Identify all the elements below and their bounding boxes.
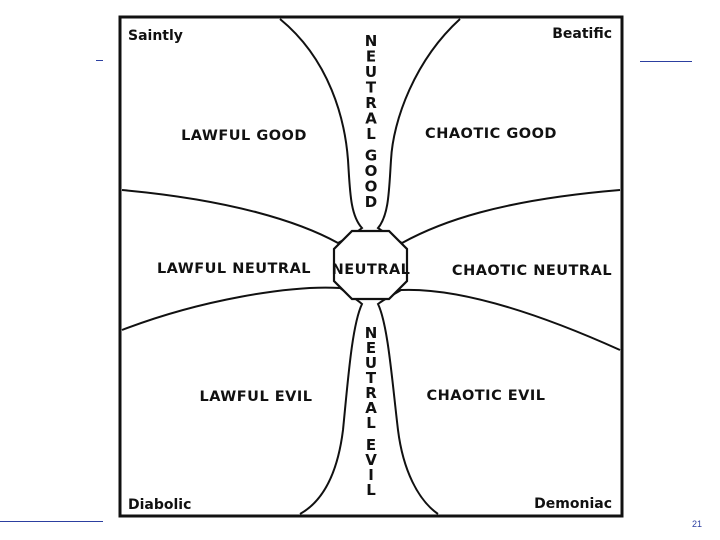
neutral-evil-letter: N	[365, 324, 378, 342]
neutral-good-letter: A	[365, 110, 377, 128]
boundary-chaotic-evil	[376, 288, 621, 515]
decorative-line-top-left	[96, 60, 103, 61]
neutral-good-letter: T	[366, 79, 377, 97]
neutral-good-letter: G	[365, 147, 377, 165]
neutral-good-letter: R	[365, 94, 377, 112]
decorative-line-top-right	[640, 61, 692, 62]
region-label-lawful-neutral: LAWFUL NEUTRAL	[157, 261, 311, 277]
neutral-evil-letter: V	[365, 451, 377, 469]
boundary-lawful-evil	[121, 286, 364, 515]
slide-number: 21	[692, 519, 703, 529]
neutral-evil-letter: L	[366, 481, 376, 499]
neutral-good-letter: O	[365, 178, 378, 196]
region-label-chaotic-neutral: CHAOTIC NEUTRAL	[452, 263, 612, 279]
region-label-neutral: NEUTRAL	[332, 262, 411, 278]
neutral-good-letter: N	[365, 32, 378, 50]
neutral-evil-letter: I	[368, 466, 374, 484]
decorative-line-bottom-left	[0, 521, 103, 522]
neutral-evil-letter: U	[365, 354, 377, 372]
boundary-lawful-good	[121, 18, 364, 245]
neutral-evil-letter: A	[365, 399, 377, 417]
neutral-good-letter: E	[366, 48, 376, 66]
neutral-evil-letter: E	[366, 339, 376, 357]
corner-label-diabolic: Diabolic	[128, 497, 191, 513]
corner-label-demoniac: Demoniac	[534, 496, 612, 512]
corner-label-beatific: Beatific	[552, 26, 612, 42]
region-label-chaotic-evil: CHAOTIC EVIL	[426, 388, 545, 404]
neutral-good-letter: L	[366, 125, 376, 143]
neutral-good-letter: U	[365, 63, 377, 81]
neutral-evil-letter: R	[365, 384, 377, 402]
neutral-good-letter: D	[365, 193, 377, 211]
corner-label-saintly: Saintly	[128, 28, 183, 44]
region-label-lawful-evil: LAWFUL EVIL	[199, 389, 312, 405]
region-label-chaotic-good: CHAOTIC GOOD	[425, 126, 557, 142]
diagram-frame	[118, 15, 624, 518]
neutral-evil-letter: L	[366, 414, 376, 432]
boundary-chaotic-good	[376, 18, 621, 245]
neutral-octagon	[332, 229, 409, 301]
neutral-evil-letter: E	[366, 436, 376, 454]
neutral-evil-letter: T	[366, 369, 377, 387]
region-label-lawful-good: LAWFUL GOOD	[181, 128, 307, 144]
neutral-good-letter: O	[365, 162, 378, 180]
